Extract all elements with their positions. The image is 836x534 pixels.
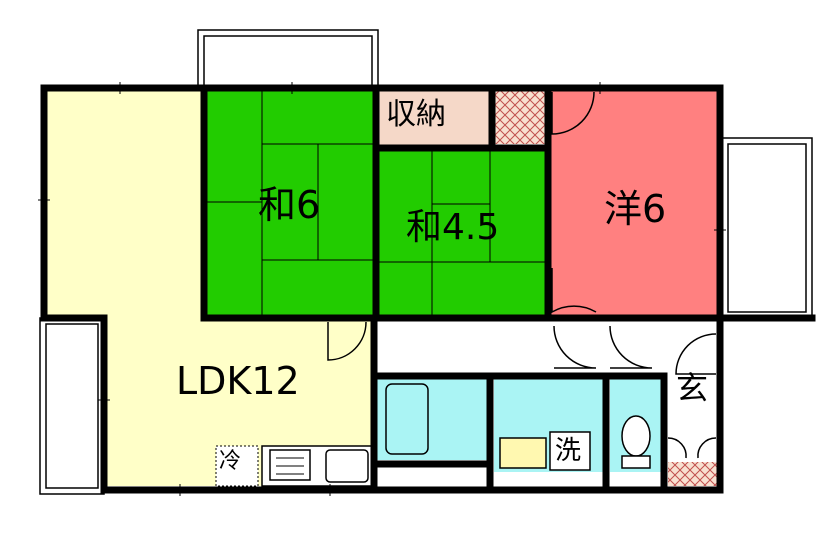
window-marks [38,82,726,496]
washitsu-45-label: 和4.5 [406,207,500,248]
closet-hatch [492,88,548,144]
stove [269,449,311,481]
washitsu-6-room [204,88,376,318]
refrigerator-label: 冷 [219,449,242,474]
walls [40,84,816,494]
washitsu-45-room [376,148,548,318]
kitchen-sink [325,449,369,483]
balcony-right [721,137,813,319]
balcony-top [197,29,379,89]
entrance-label: 玄 [676,369,709,407]
balcony-left [39,317,105,495]
ldk-label: LDK12 [176,359,300,403]
toilet [621,415,651,457]
washitsu-6-label: 和6 [258,183,321,227]
stove-burners [276,457,304,475]
washer-label: 洗 [555,436,582,466]
storage-room [376,88,492,148]
bathtub [385,383,429,455]
wash-basin [499,437,547,469]
washer-spot [549,431,591,471]
toilet-tank [621,455,651,469]
door-swings [327,91,717,459]
entrance-floor [668,462,720,486]
fridge-spot [215,445,259,487]
yoshitsu-6-label: 洋6 [604,187,667,231]
ldk-room [44,88,374,486]
storage-label: 収納 [386,97,446,132]
tatami-lines [204,88,548,318]
